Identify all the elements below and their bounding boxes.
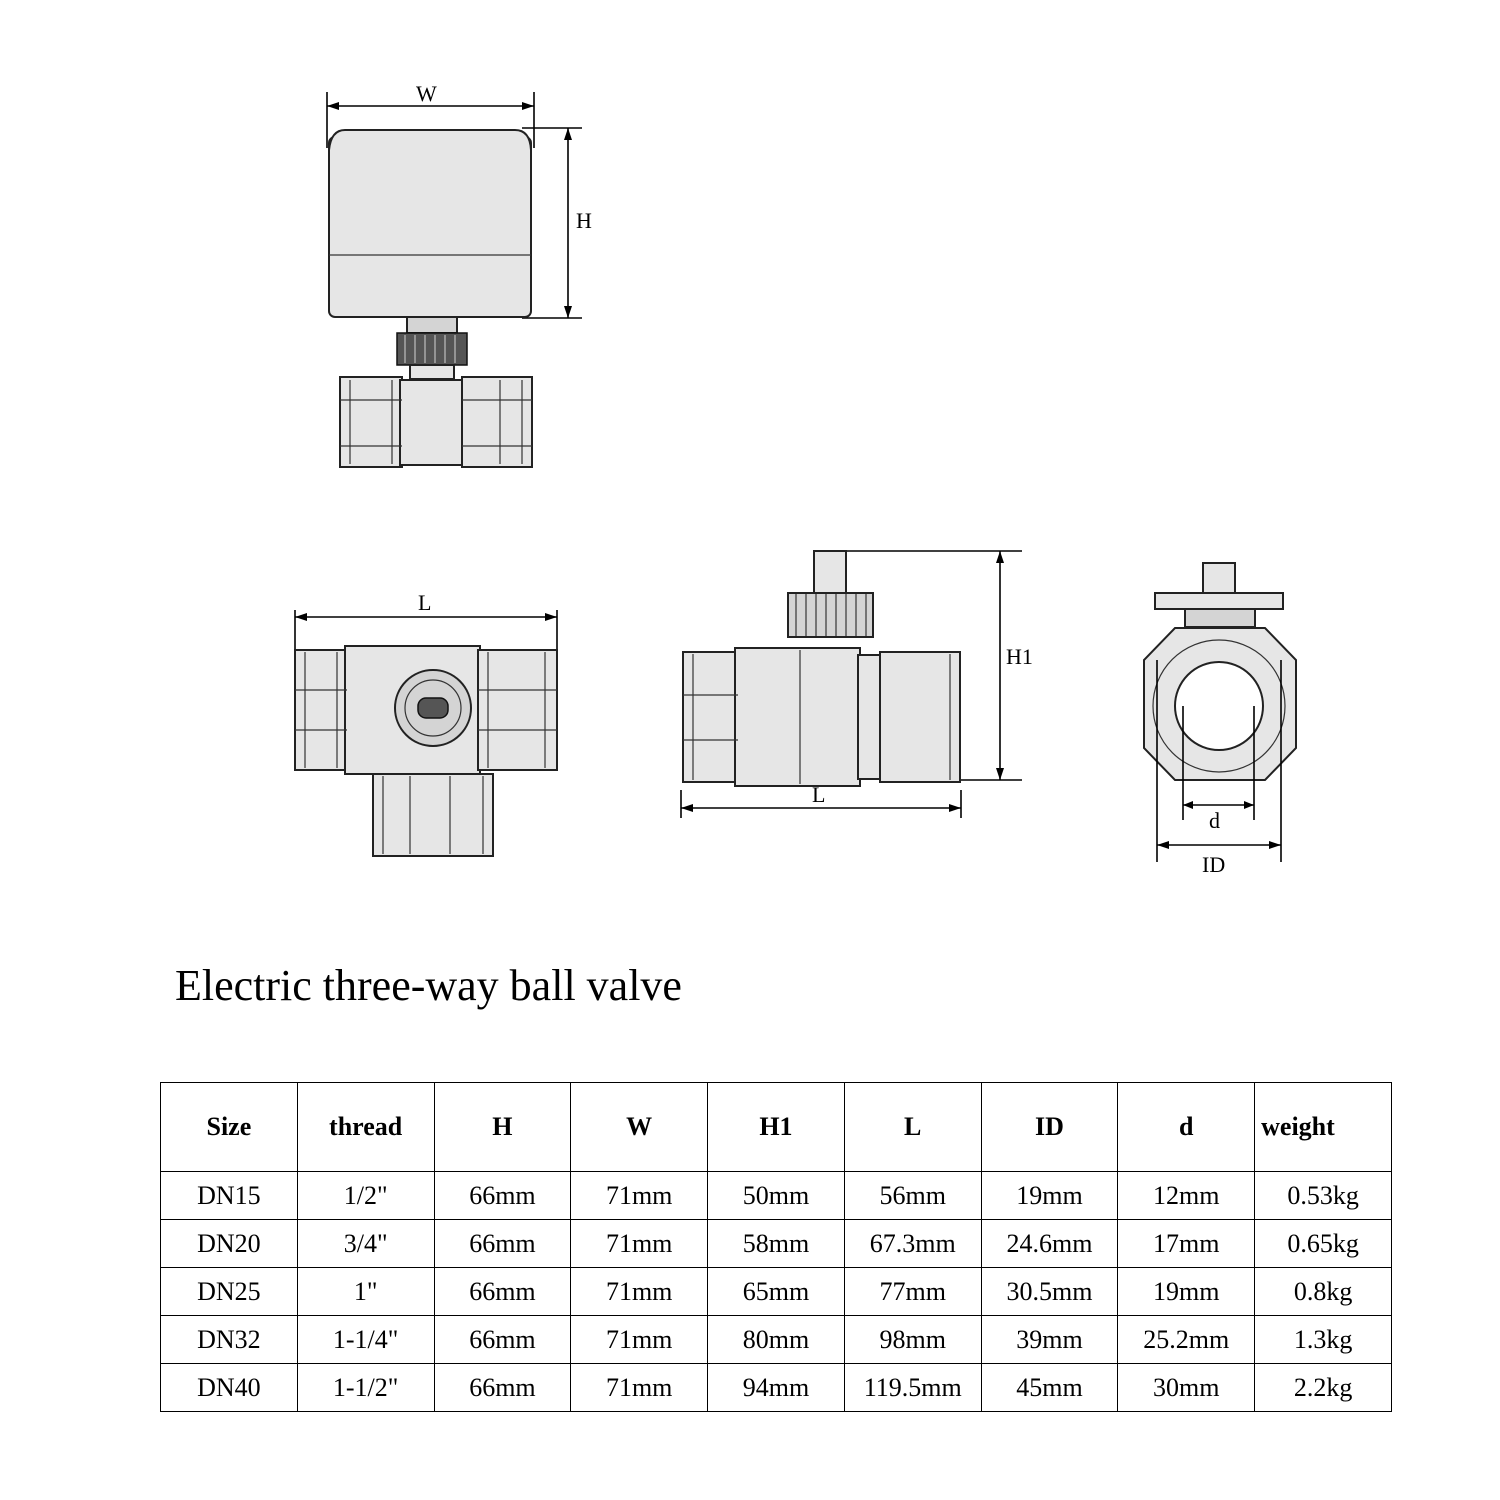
id-dimension-label: ID	[1202, 852, 1225, 877]
spec-table: Size thread H W H1 L ID d weight DN15 1/…	[160, 1082, 1392, 1412]
cell-l: 119.5mm	[843, 1363, 982, 1412]
valve-drawing: W H L	[294, 81, 1297, 877]
cell-h1: 80mm	[707, 1315, 845, 1364]
cell-size: DN40	[160, 1363, 298, 1412]
side-view: H1 L	[680, 550, 1033, 818]
header-h: H	[433, 1082, 572, 1172]
table-row: DN40 1-1/2" 66mm 71mm 94mm 119.5mm 45mm …	[160, 1363, 1392, 1412]
header-id: ID	[980, 1082, 1119, 1172]
cell-l: 77mm	[843, 1267, 982, 1316]
cell-l: 98mm	[843, 1315, 982, 1364]
header-h1: H1	[707, 1082, 845, 1172]
side-l-dimension-label: L	[812, 782, 825, 807]
table-header-row: Size thread H W H1 L ID d weight	[160, 1082, 1392, 1172]
page-title: Electric three-way ball valve	[175, 961, 682, 1010]
cell-h: 66mm	[433, 1219, 572, 1268]
cell-w: 71mm	[570, 1171, 709, 1220]
cell-h1: 65mm	[707, 1267, 845, 1316]
cell-thread: 1-1/2"	[296, 1363, 435, 1412]
cell-thread: 1/2"	[296, 1171, 435, 1220]
cell-id: 39mm	[980, 1315, 1119, 1364]
cell-weight: 0.65kg	[1254, 1219, 1392, 1268]
plan-l-dimension-label: L	[418, 590, 431, 615]
cell-h: 66mm	[433, 1267, 572, 1316]
header-thread: thread	[296, 1082, 435, 1172]
w-dimension-label: W	[416, 81, 437, 106]
header-size: Size	[160, 1082, 298, 1172]
cell-h: 66mm	[433, 1171, 572, 1220]
h1-dimension-label: H1	[1006, 644, 1033, 669]
header-l: L	[843, 1082, 982, 1172]
cell-id: 45mm	[980, 1363, 1119, 1412]
cell-h: 66mm	[433, 1315, 572, 1364]
cell-d: 25.2mm	[1117, 1315, 1256, 1364]
table-row: DN15 1/2" 66mm 71mm 50mm 56mm 19mm 12mm …	[160, 1171, 1392, 1220]
cell-id: 30.5mm	[980, 1267, 1119, 1316]
header-weight: weight	[1254, 1082, 1392, 1172]
cell-h: 66mm	[433, 1363, 572, 1412]
table-row: DN32 1-1/4" 66mm 71mm 80mm 98mm 39mm 25.…	[160, 1315, 1392, 1364]
cell-size: DN20	[160, 1219, 298, 1268]
cell-id: 19mm	[980, 1171, 1119, 1220]
cell-h1: 58mm	[707, 1219, 845, 1268]
cell-l: 67.3mm	[843, 1219, 982, 1268]
cell-weight: 2.2kg	[1254, 1363, 1392, 1412]
cell-h1: 94mm	[707, 1363, 845, 1412]
cell-d: 17mm	[1117, 1219, 1256, 1268]
end-view: d ID	[1143, 562, 1297, 877]
cell-weight: 0.53kg	[1254, 1171, 1392, 1220]
cell-d: 30mm	[1117, 1363, 1256, 1412]
cell-w: 71mm	[570, 1363, 709, 1412]
cell-size: DN32	[160, 1315, 298, 1364]
cell-w: 71mm	[570, 1315, 709, 1364]
cell-size: DN15	[160, 1171, 298, 1220]
plan-view: L	[294, 590, 558, 857]
header-w: W	[570, 1082, 709, 1172]
table-row: DN20 3/4" 66mm 71mm 58mm 67.3mm 24.6mm 1…	[160, 1219, 1392, 1268]
cell-l: 56mm	[843, 1171, 982, 1220]
cell-size: DN25	[160, 1267, 298, 1316]
actuator-front-view: W H	[326, 81, 592, 468]
cell-thread: 1-1/4"	[296, 1315, 435, 1364]
cell-w: 71mm	[570, 1267, 709, 1316]
cell-w: 71mm	[570, 1219, 709, 1268]
cell-d: 19mm	[1117, 1267, 1256, 1316]
table-row: DN25 1" 66mm 71mm 65mm 77mm 30.5mm 19mm …	[160, 1267, 1392, 1316]
header-d: d	[1117, 1082, 1256, 1172]
cell-weight: 0.8kg	[1254, 1267, 1392, 1316]
cell-weight: 1.3kg	[1254, 1315, 1392, 1364]
d-dimension-label: d	[1209, 808, 1220, 833]
cell-id: 24.6mm	[980, 1219, 1119, 1268]
cell-d: 12mm	[1117, 1171, 1256, 1220]
h-dimension-label: H	[576, 208, 592, 233]
cell-thread: 1"	[296, 1267, 435, 1316]
cell-thread: 3/4"	[296, 1219, 435, 1268]
cell-h1: 50mm	[707, 1171, 845, 1220]
